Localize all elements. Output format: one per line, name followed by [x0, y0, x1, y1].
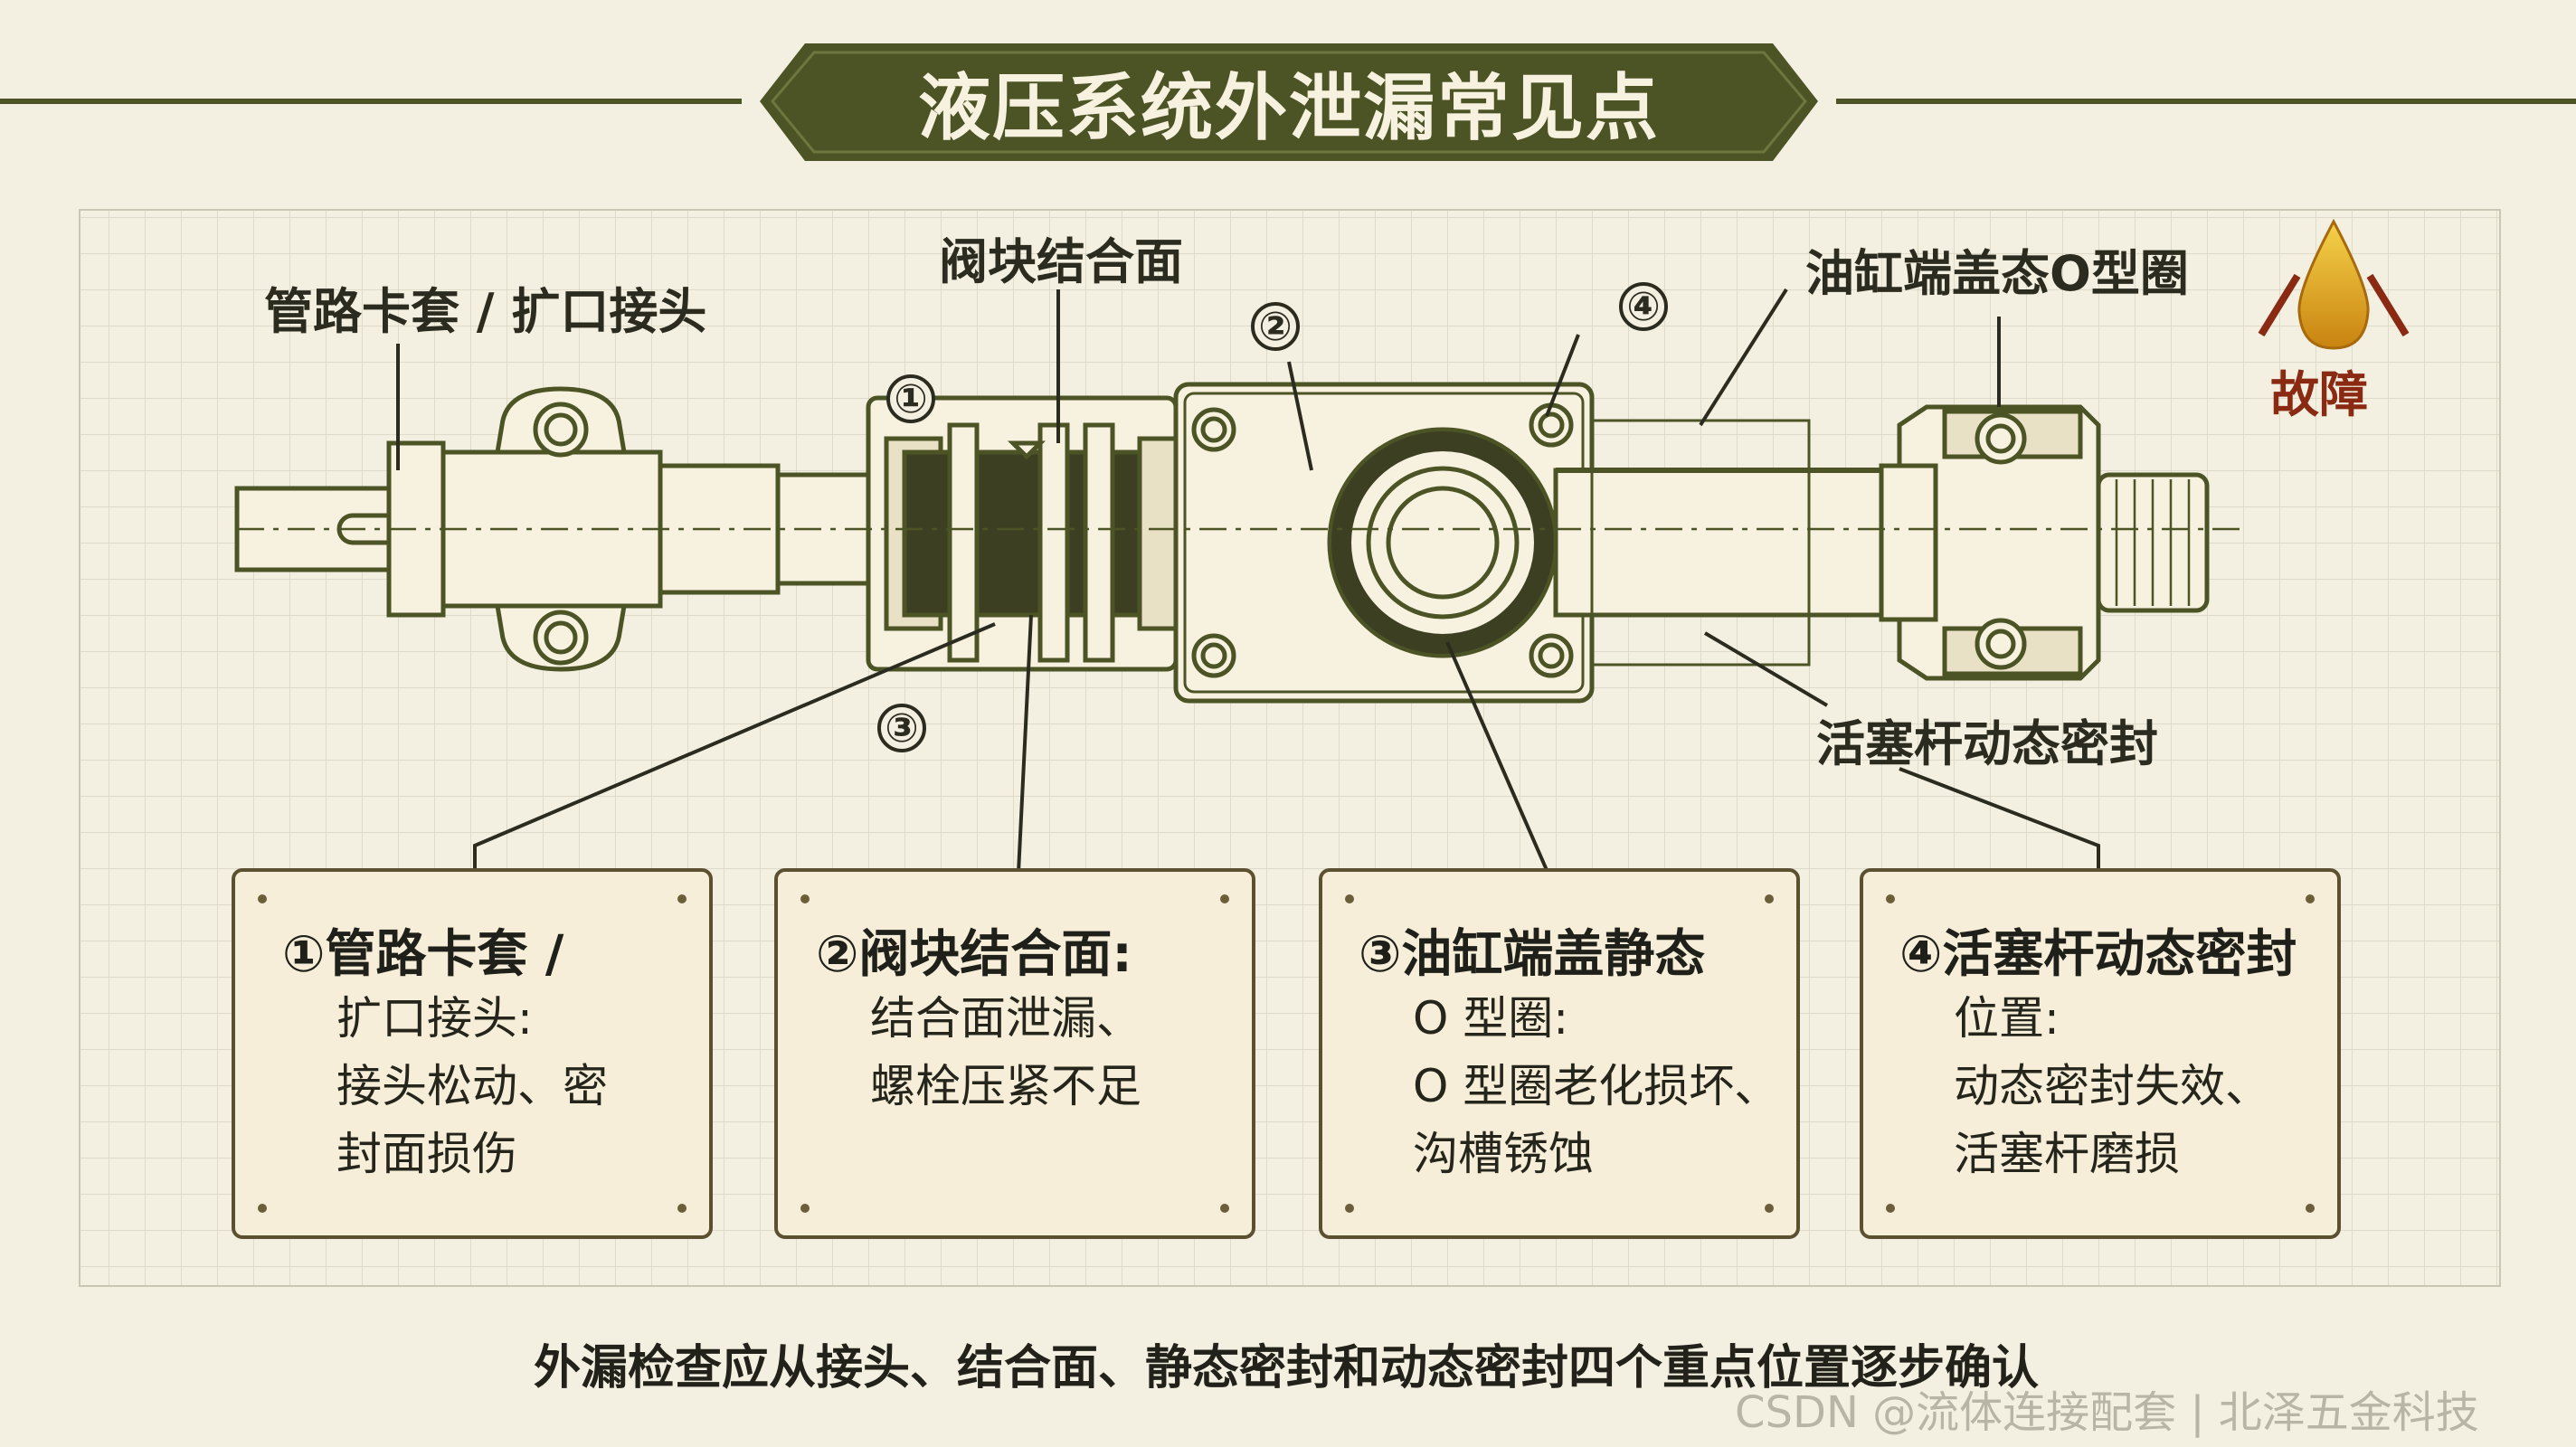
card-line: 沟槽锈蚀 — [1413, 1128, 1594, 1181]
card-title: ③油缸端盖静态 — [1359, 925, 1706, 984]
card-cylinder-oring: ③油缸端盖静态 O 型圈: O 型圈老化损坏、 沟槽锈蚀 — [1359, 924, 1779, 1188]
card-rivets — [258, 894, 2315, 1213]
label-cylinder-oring: 油缸端盖态O型圈 — [1805, 245, 2189, 302]
card-title: ④活塞杆动态密封 — [1899, 925, 2297, 984]
page-title: 液压系统外泄漏常见点 — [918, 66, 1660, 150]
card-line: 位置: — [1954, 992, 2060, 1045]
card-title: ②阀块结合面: — [816, 925, 1132, 984]
marker-3: ③ — [877, 704, 926, 752]
fault-label: 故障 — [2270, 366, 2368, 423]
label-rod-seal: 活塞杆动态密封 — [1816, 715, 2158, 772]
card-line: 封面损伤 — [336, 1128, 517, 1181]
piston-rod — [1553, 468, 1920, 618]
card-pipe-joint: ①管路卡套 / 扩口接头: 接头松动、密 封面损伤 — [282, 924, 608, 1188]
label-pipe-joint: 管路卡套 / 扩口接头 — [264, 283, 707, 340]
title-banner — [0, 43, 2576, 161]
card-line: O 型圈老化损坏、 — [1413, 1060, 1780, 1113]
oil-drop-icon — [2258, 218, 2410, 350]
marker-4: ④ — [1619, 282, 1668, 331]
marker-2: ② — [1251, 302, 1300, 351]
card-line: 扩口接头: — [336, 992, 533, 1045]
watermark: CSDN @流体连接配套 | 北泽五金科技 — [1735, 1387, 2479, 1438]
cylinder-end-cap — [1897, 404, 2101, 681]
card-line: 动态密封失效、 — [1954, 1060, 2270, 1113]
marker-1: ① — [886, 374, 935, 423]
hydraulic-assembly — [234, 382, 2210, 704]
label-valve-face: 阀块结合面 — [939, 233, 1183, 290]
card-line: 接头松动、密 — [336, 1060, 608, 1113]
info-cards — [232, 868, 2341, 1239]
card-valve-face: ②阀块结合面: 结合面泄漏、 螺栓压紧不足 — [816, 924, 1141, 1121]
card-title: ①管路卡套 / — [282, 925, 564, 984]
card-line: O 型圈: — [1413, 992, 1569, 1045]
card-rod-seal: ④活塞杆动态密封 位置: 动态密封失效、 活塞杆磨损 — [1899, 924, 2297, 1188]
card-line: 结合面泄漏、 — [870, 992, 1141, 1045]
card-line: 螺栓压紧不足 — [870, 1060, 1141, 1113]
footer-note: 外漏检查应从接头、结合面、静态密封和动态密封四个重点位置逐步确认 — [534, 1341, 2040, 1395]
card-line: 活塞杆磨损 — [1954, 1128, 2180, 1181]
